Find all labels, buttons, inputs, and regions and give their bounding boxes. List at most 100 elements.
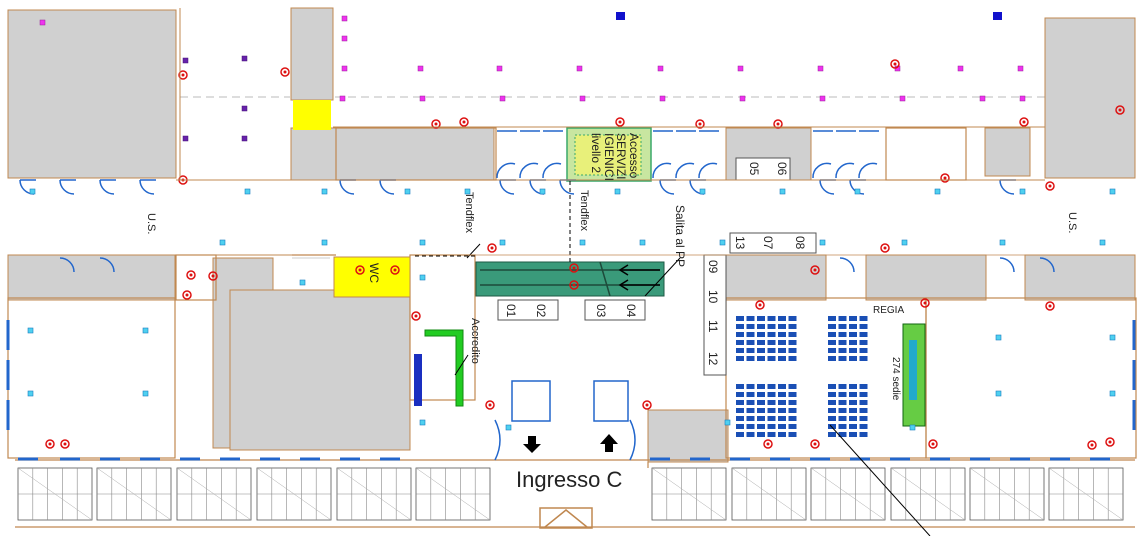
seat	[828, 356, 836, 361]
marker	[934, 188, 941, 195]
marker	[999, 239, 1006, 246]
stand	[17, 467, 93, 521]
fire-extinguisher	[459, 117, 469, 127]
seat	[778, 400, 786, 405]
fire-extinguisher	[1115, 105, 1125, 115]
room-boxes	[497, 157, 817, 376]
fire-extinguisher-core	[923, 301, 927, 305]
seat	[788, 348, 797, 353]
seat	[778, 316, 786, 321]
seat	[849, 356, 857, 361]
marker	[539, 188, 546, 195]
door-arc	[542, 162, 562, 179]
seat	[828, 384, 836, 389]
marker	[464, 188, 471, 195]
marker	[499, 95, 506, 102]
regia-label: REGIA	[873, 305, 905, 316]
marker	[499, 239, 506, 246]
seat	[859, 324, 868, 329]
seat	[859, 384, 868, 389]
entrance-label: Ingresso C	[516, 467, 623, 492]
seat	[746, 424, 755, 429]
room-06: 06	[775, 162, 789, 176]
fire-extinguisher	[763, 439, 773, 449]
dashed-links	[292, 181, 571, 262]
marker	[404, 188, 411, 195]
seat	[767, 324, 776, 329]
door-arc	[139, 179, 155, 195]
stand	[651, 467, 727, 521]
marker	[579, 239, 586, 246]
marker	[819, 239, 826, 246]
seat	[838, 408, 847, 413]
door-arc	[99, 179, 115, 195]
block-corridor-c	[984, 127, 1031, 177]
seat	[788, 340, 797, 345]
block-top-left	[7, 9, 177, 179]
marker	[142, 327, 149, 334]
block-left-mid	[7, 254, 176, 301]
seat	[788, 332, 797, 337]
door-arc	[999, 179, 1015, 195]
seat	[849, 416, 857, 421]
seat	[757, 400, 765, 405]
fire-extinguisher	[928, 439, 938, 449]
seat	[767, 408, 776, 413]
seat	[746, 432, 755, 437]
door-arc	[849, 179, 865, 195]
marker	[321, 239, 328, 246]
room-12: 12	[706, 352, 720, 366]
seat	[757, 340, 765, 345]
seat	[746, 408, 755, 413]
wc-area	[333, 256, 411, 298]
seat	[838, 432, 847, 437]
fire-extinguisher-core	[572, 266, 576, 270]
fire-extinguisher-core	[48, 442, 52, 446]
fire-extinguisher-core	[1118, 108, 1122, 112]
stairs-arrows	[618, 264, 660, 291]
seat	[736, 384, 744, 389]
door-arc	[1039, 257, 1055, 273]
seat	[849, 340, 857, 345]
fire-extinguisher	[1087, 440, 1097, 450]
seat	[849, 408, 857, 413]
fire-extinguisher	[1019, 117, 1029, 127]
seat	[849, 384, 857, 389]
fire-extinguisher	[208, 271, 218, 281]
seat	[757, 316, 765, 321]
door-arc	[812, 162, 832, 179]
seat	[849, 400, 857, 405]
stand	[176, 467, 252, 521]
marker	[419, 274, 426, 281]
seat	[838, 424, 847, 429]
entrance-doors	[494, 380, 636, 529]
room-09: 09	[706, 260, 720, 274]
marker	[979, 95, 986, 102]
fire-extinguisher-core	[358, 268, 362, 272]
marker	[341, 65, 348, 72]
marker	[639, 239, 646, 246]
seat	[828, 416, 836, 421]
seat	[828, 400, 836, 405]
seat	[778, 408, 786, 413]
fire-extinguisher-core	[393, 268, 397, 272]
tendflex-label-right: Tendflex	[578, 190, 590, 231]
seat	[778, 424, 786, 429]
fire-extinguisher-core	[63, 442, 67, 446]
fire-extinguisher	[355, 265, 365, 275]
marker	[241, 55, 248, 62]
seat	[859, 416, 868, 421]
marker	[341, 15, 348, 22]
marker	[909, 424, 916, 431]
seat	[828, 316, 836, 321]
seat	[778, 432, 786, 437]
wc-label: WC	[367, 263, 381, 283]
marker	[27, 327, 34, 334]
blue-counter	[414, 354, 422, 406]
fire-extinguisher	[695, 119, 705, 129]
marker	[779, 188, 786, 195]
fire-extinguisher-core	[813, 268, 817, 272]
seat	[859, 408, 868, 413]
seat	[788, 416, 797, 421]
fire-extinguisher	[569, 263, 579, 273]
